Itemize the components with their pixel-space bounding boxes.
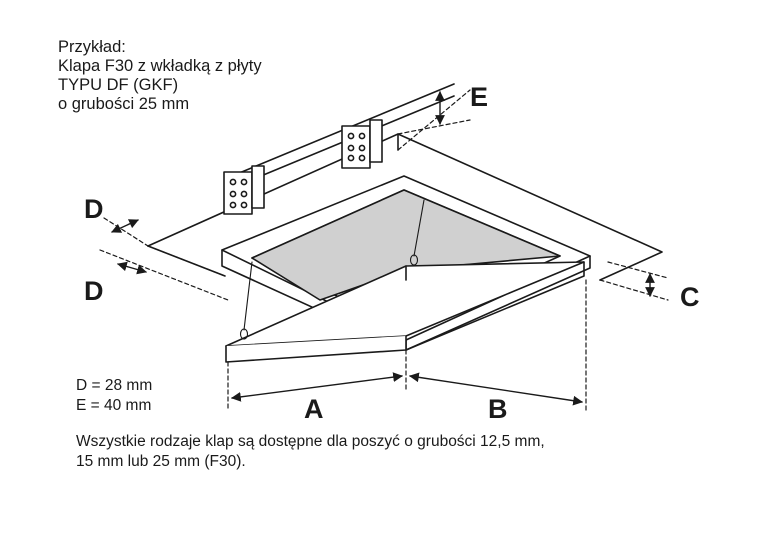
label-d-top: D	[84, 194, 104, 224]
note-line-2: 15 mm lub 25 mm (F30).	[76, 453, 246, 470]
arrow-d-top	[111, 219, 139, 233]
label-d-bottom: D	[84, 276, 104, 306]
arrow-b	[409, 372, 583, 406]
mounting-bracket-left	[223, 165, 265, 215]
mounting-bracket-right	[341, 119, 383, 169]
insert-opening	[251, 189, 561, 301]
caption-line-4: o grubości 25 mm	[58, 95, 190, 113]
arrow-d-bottom	[117, 261, 147, 275]
legend-e: E = 40 mm	[76, 397, 152, 414]
caption-line-3: TYPU DF (GKF)	[58, 76, 179, 94]
label-b: B	[488, 394, 508, 424]
label-a: A	[304, 394, 324, 424]
legend-d: D = 28 mm	[76, 377, 153, 394]
label-e: E	[470, 82, 488, 112]
caption-line-2: Klapa F30 z wkładką z płyty	[58, 57, 262, 75]
dimension-legend: D = 28 mm E = 40 mm	[76, 376, 152, 416]
door-panel	[225, 261, 585, 363]
label-c: C	[680, 282, 700, 312]
availability-note: Wszystkie rodzaje klap są dostępne dla p…	[76, 432, 736, 472]
arrow-a	[231, 372, 403, 402]
example-caption: Przykład: Klapa F30 z wkładką z płyty TY…	[58, 38, 262, 114]
safety-cable	[239, 199, 425, 340]
dimension-arrows	[111, 91, 655, 406]
caption-line-1: Przykład:	[58, 38, 126, 56]
note-line-1: Wszystkie rodzaje klap są dostępne dla p…	[76, 433, 545, 450]
